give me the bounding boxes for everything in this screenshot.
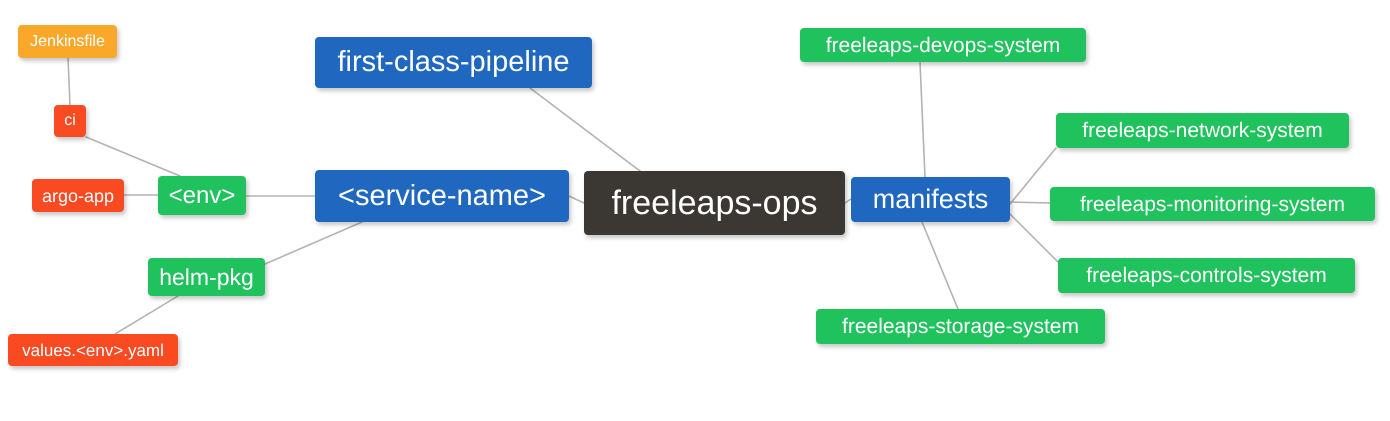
mindmap-node-freeleaps-devops-system[interactable]: freeleaps-devops-system [800, 28, 1086, 62]
mindmap-node-label: <env> [168, 181, 236, 209]
mindmap-node-label: helm-pkg [159, 263, 254, 290]
mindmap-node-argo-app[interactable]: argo-app [32, 179, 124, 212]
mindmap-node-label: freeleaps-storage-system [842, 315, 1079, 338]
mindmap-node-label: Jenkinsfile [30, 32, 105, 50]
mindmap-node-values-env-yaml[interactable]: values.<env>.yaml [8, 334, 178, 366]
mindmap-edge [1009, 213, 1059, 263]
mindmap-node-freeleaps-controls-system[interactable]: freeleaps-controls-system [1058, 258, 1355, 293]
mindmap-node-env[interactable]: <env> [158, 176, 246, 215]
mindmap-node-label: values.<env>.yaml [22, 340, 164, 360]
mindmap-node-label: ci [64, 112, 76, 129]
mindmap-node-label: freeleaps-controls-system [1086, 264, 1327, 287]
mindmap-edge [264, 221, 363, 265]
mindmap-node-label: freeleaps-monitoring-system [1080, 192, 1345, 216]
mindmap-edge [1009, 201, 1051, 204]
mindmap-node-label: freeleaps-network-system [1082, 119, 1323, 142]
mindmap-node-label: freeleaps-ops [611, 184, 818, 222]
mindmap-node-freeleaps-ops[interactable]: freeleaps-ops [584, 171, 845, 235]
mindmap-node-ci[interactable]: ci [54, 105, 86, 137]
mindmap-node-freeleaps-storage-system[interactable]: freeleaps-storage-system [816, 309, 1105, 344]
mindmap-node-label: first-class-pipeline [337, 46, 570, 78]
mindmap-edge [921, 221, 959, 310]
mindmap-edge [85, 136, 181, 177]
mindmap-node-manifests[interactable]: manifests [851, 177, 1010, 222]
mindmap-edge [67, 57, 71, 106]
mindmap-edge [529, 87, 641, 172]
mindmap-node-label: manifests [872, 184, 989, 214]
mindmap-node-service-name[interactable]: <service-name> [315, 170, 569, 222]
mindmap-node-label: argo-app [41, 185, 115, 206]
mindmap-node-label: <service-name> [338, 179, 546, 212]
mindmap-node-freeleaps-network-system[interactable]: freeleaps-network-system [1056, 113, 1349, 148]
mindmap-edge [919, 61, 926, 178]
mindmap-node-helm-pkg[interactable]: helm-pkg [148, 258, 265, 296]
mindmap-node-first-class-pipeline[interactable]: first-class-pipeline [315, 37, 592, 88]
mindmap-edge [114, 295, 179, 335]
mindmap-node-label: freeleaps-devops-system [825, 33, 1061, 57]
mindmap-edge [568, 195, 585, 204]
mindmap-node-freeleaps-monitoring-system[interactable]: freeleaps-monitoring-system [1050, 187, 1375, 221]
mindmap-node-jenkinsfile[interactable]: Jenkinsfile [18, 25, 117, 58]
